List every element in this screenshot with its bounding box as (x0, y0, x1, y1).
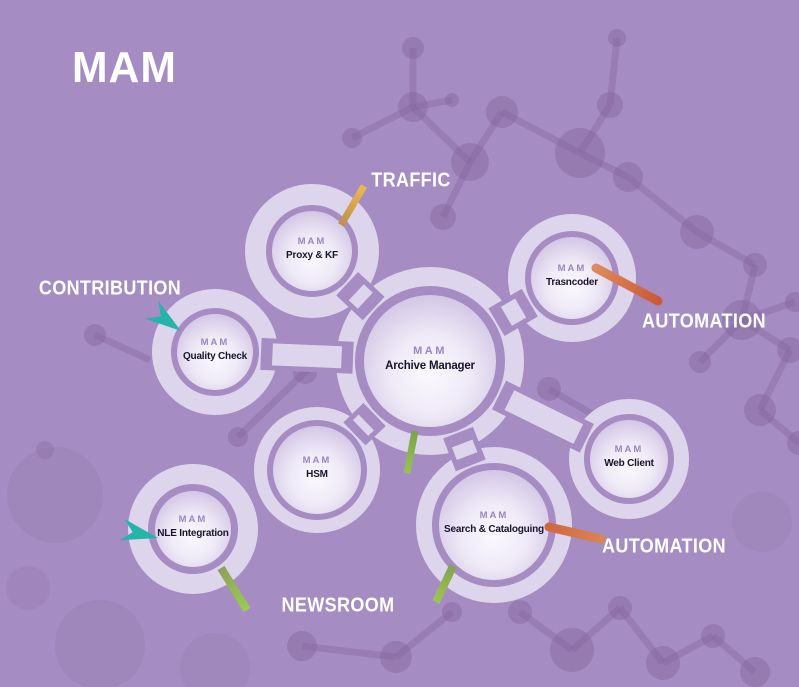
node-circle-web-client (569, 399, 689, 519)
node-label-proxy-kf: MAM Proxy & KF (286, 235, 338, 261)
node-label-quality-check: MAM Quality Check (182, 336, 248, 362)
node-label-transcoder: MAM Trasncoder (546, 262, 598, 288)
node-mam-text: MAM (297, 235, 327, 247)
sc-automation-line (544, 522, 606, 544)
node-sub-text: Web Client (604, 457, 654, 469)
label-automation-bottom: AUTOMATION (602, 535, 726, 558)
label-newsroom: NEWSROOM (281, 594, 395, 617)
node-mam-text: MAM (413, 345, 447, 358)
molecule-pattern-decoration (6, 29, 799, 687)
archive-bottom-line (403, 430, 419, 474)
traffic-line (337, 184, 368, 227)
node-sub-text: Trasncoder (546, 276, 598, 288)
node-mam-text: MAM (302, 454, 332, 466)
transcoder-automation-line (591, 263, 663, 306)
node-mam-text: MAM (200, 336, 230, 348)
node-sub-text: Quality Check (182, 350, 248, 362)
label-traffic: TRAFFIC (371, 169, 451, 192)
node-circle-transcoder (508, 214, 636, 342)
node-circle-hsm (254, 407, 380, 533)
label-automation-top: AUTOMATION (642, 310, 766, 333)
node-label-archive-manager: MAM Archive Manager (385, 345, 475, 373)
connector-bar-search-cataloguing (451, 439, 478, 461)
connector-bar-quality-check (271, 343, 343, 369)
node-label-nle-integration: MAM NLE Integration (157, 513, 229, 539)
label-contribution: CONTRIBUTION (38, 277, 182, 300)
page-title: MAM (72, 43, 177, 92)
node-circle-search-cataloguing (416, 447, 572, 603)
connector-bars (260, 272, 594, 472)
node-label-hsm: MAM HSM (302, 454, 332, 480)
node-sub-text: NLE Integration (157, 527, 229, 539)
node-mam-text: MAM (557, 262, 587, 274)
node-sub-text: HSM (306, 468, 328, 480)
node-mam-text: MAM (178, 513, 208, 525)
node-sub-text: Proxy & KF (286, 249, 338, 261)
node-mam-text: MAM (479, 509, 509, 521)
sc-newsroom-line (432, 564, 457, 604)
nle-newsroom-line (217, 565, 251, 613)
node-circle-archive-manager (336, 267, 524, 455)
node-mam-text: MAM (614, 443, 644, 455)
node-label-web-client: MAM Web Client (604, 443, 654, 469)
nle-arrow-icon (119, 518, 158, 541)
connector-bar-transcoder (500, 298, 527, 326)
connector-bar-proxy-kf (348, 284, 373, 309)
node-sub-text: Archive Manager (385, 359, 475, 372)
node-label-search-cataloguing: MAM Search & Cataloguing (444, 509, 544, 535)
contribution-arrow-icon (145, 300, 181, 331)
connector-bar-hsm (352, 414, 374, 436)
connector-bar-web-client (504, 390, 584, 444)
node-sub-text: Search & Cataloguing (444, 523, 544, 535)
